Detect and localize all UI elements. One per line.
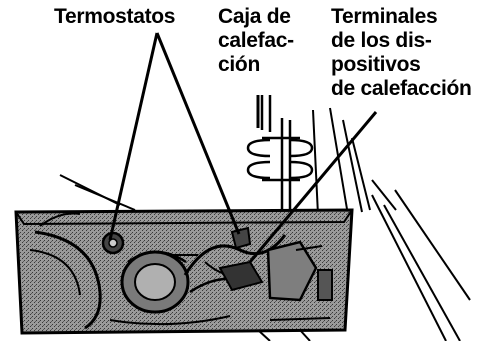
heating-element bbox=[246, 95, 314, 212]
leader-thermostat-left bbox=[108, 32, 159, 241]
label-heater-terminals: Terminales de los dis- positivos de cale… bbox=[331, 5, 472, 100]
leader-lines bbox=[108, 32, 378, 263]
thermostat-right bbox=[230, 226, 252, 250]
label-heater-box: Caja de calefac- ción bbox=[218, 5, 294, 76]
leader-thermostat-right bbox=[155, 32, 241, 235]
terminal-block bbox=[218, 260, 264, 292]
leader-terminals bbox=[248, 111, 378, 263]
label-thermostats: Termostatos bbox=[54, 5, 176, 28]
panel-details bbox=[29, 212, 333, 330]
